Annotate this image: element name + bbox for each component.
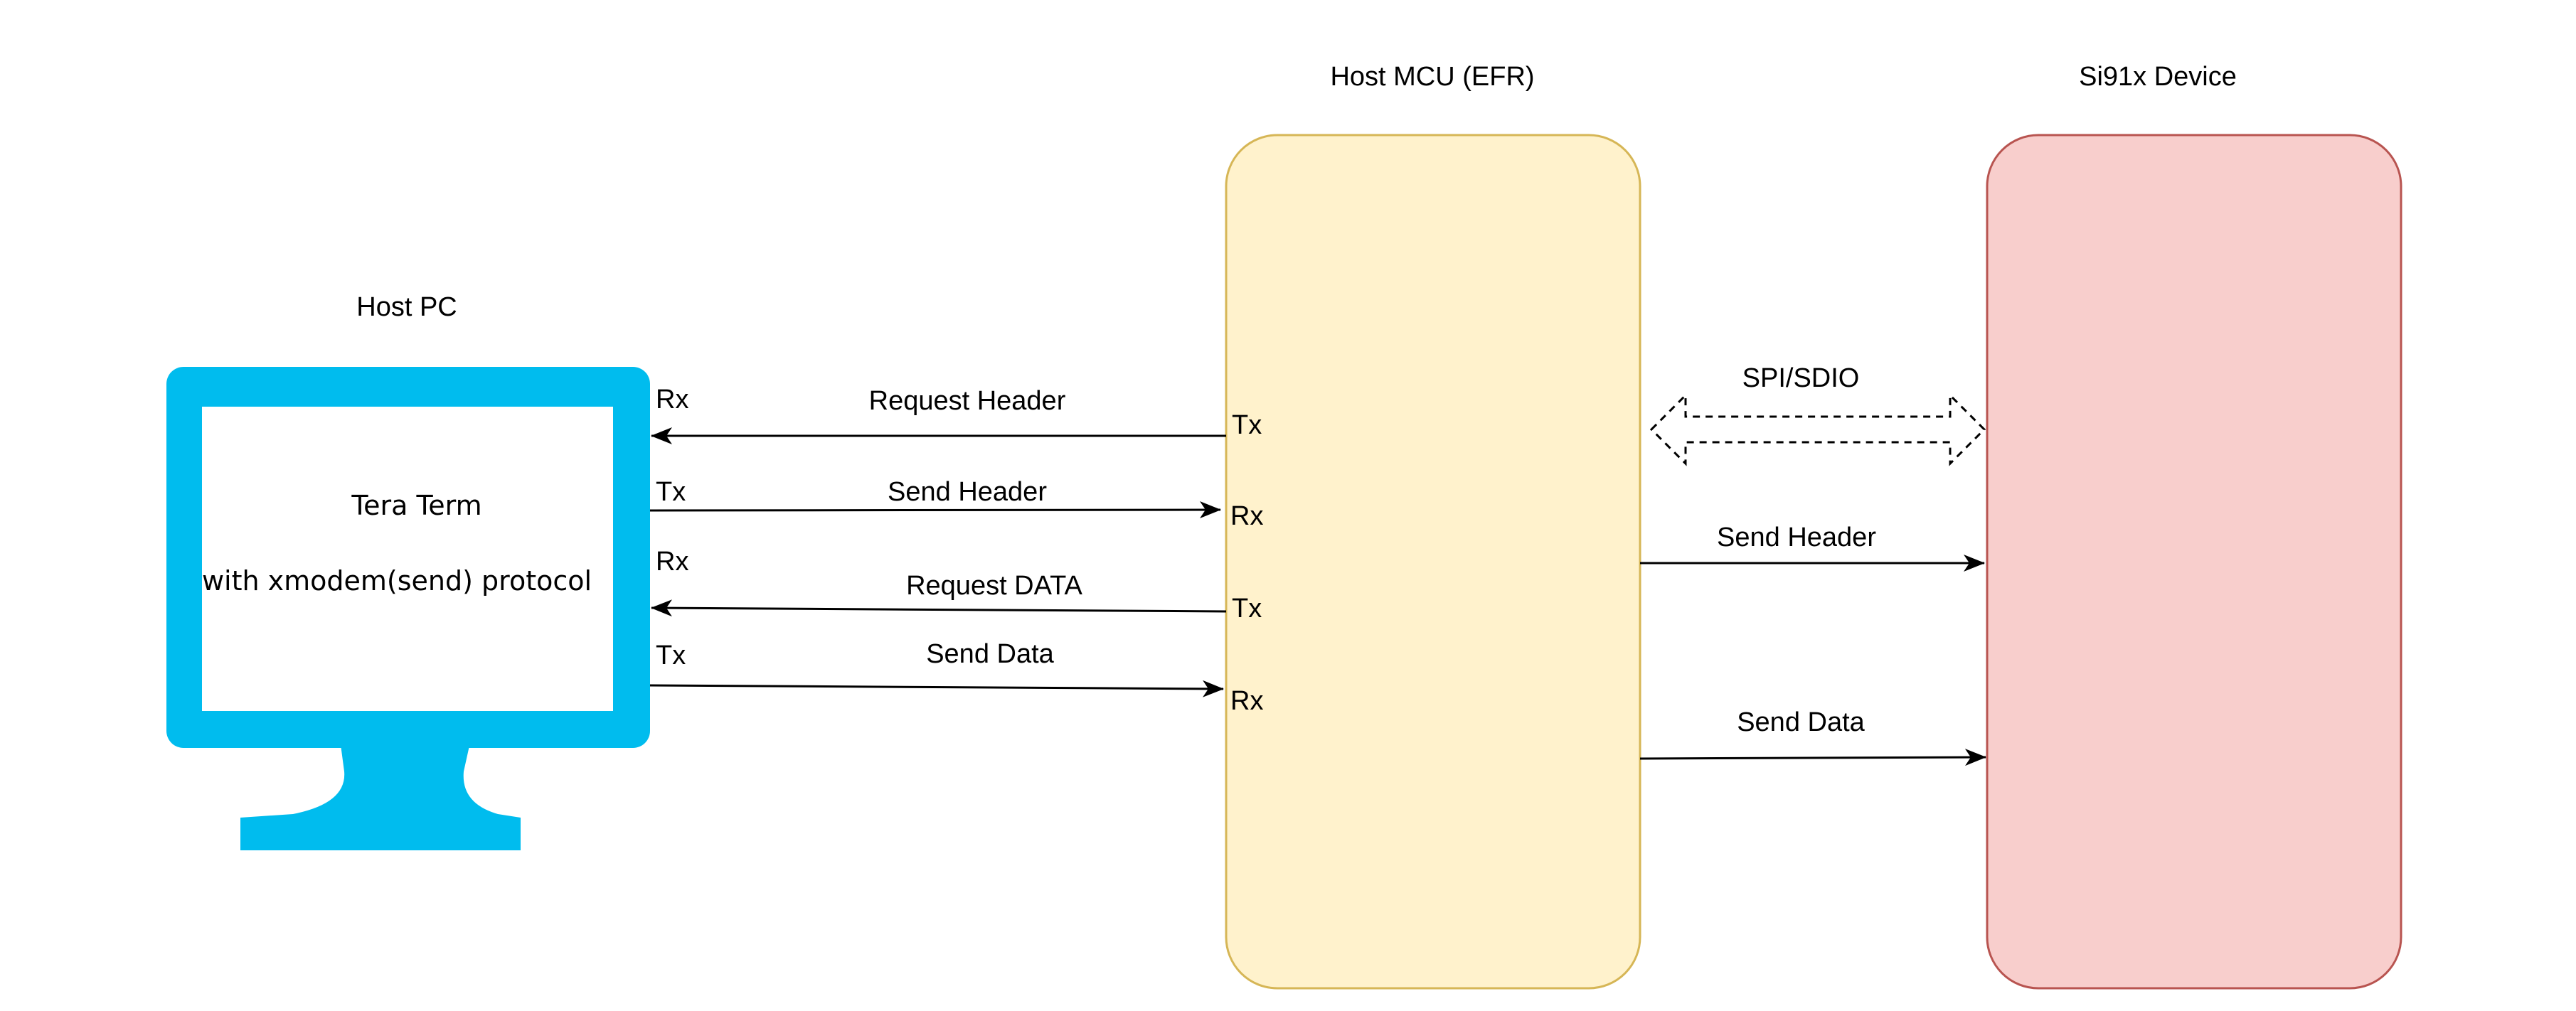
link-request-data: Rx Request DATA Tx <box>651 547 1262 624</box>
screen-text-line1: Tera Term <box>351 490 481 521</box>
link-label: Send Data <box>926 639 1054 669</box>
pc-pin-label: Tx <box>656 477 686 507</box>
bidirectional-dashed-arrow-icon <box>1649 392 1986 466</box>
pc-pin-label: Tx <box>656 641 686 670</box>
monitor-stand-neck <box>240 739 521 850</box>
mcu-pin-label: Rx <box>1230 501 1263 531</box>
pc-pin-label: Rx <box>656 547 688 577</box>
mcu-pin-label: Tx <box>1232 594 1262 624</box>
monitor-icon: Tera Term with xmodem(send) protocol <box>166 367 650 850</box>
link-send-data: Tx Send Data Rx <box>649 639 1263 716</box>
host-mcu-title: Host MCU (EFR) <box>1330 62 1534 92</box>
arrow-line <box>651 599 1227 617</box>
arrow-line <box>649 680 1224 697</box>
link-label: Request Header <box>869 386 1066 416</box>
si91x-title: Si91x Device <box>2079 62 2237 92</box>
link-label: Send Header <box>1717 523 1876 552</box>
device-link-send-header: Send Header <box>1640 523 1985 572</box>
arrow-line <box>1639 749 1986 766</box>
link-request-header: Rx Request Header Tx <box>651 385 1262 444</box>
monitor-screen <box>202 407 613 711</box>
si91x-device-block <box>1986 134 2402 990</box>
spi-sdio-bus: SPI/SDIO <box>1649 363 1986 466</box>
screen-text-line2: with xmodem(send) protocol <box>202 565 592 597</box>
host-pc-title: Host PC <box>356 292 457 322</box>
link-label: Request DATA <box>906 571 1082 601</box>
link-label: Send Header <box>888 477 1047 507</box>
link-send-header: Tx Send Header Rx <box>649 477 1263 531</box>
device-link-send-data: Send Data <box>1639 707 1986 766</box>
host-mcu-block <box>1225 134 1641 990</box>
link-label: Send Data <box>1737 707 1865 737</box>
mcu-pin-label: Tx <box>1232 410 1262 440</box>
mcu-pin-label: Rx <box>1230 686 1263 716</box>
pc-pin-label: Rx <box>656 385 688 414</box>
bus-label: SPI/SDIO <box>1742 363 1860 393</box>
